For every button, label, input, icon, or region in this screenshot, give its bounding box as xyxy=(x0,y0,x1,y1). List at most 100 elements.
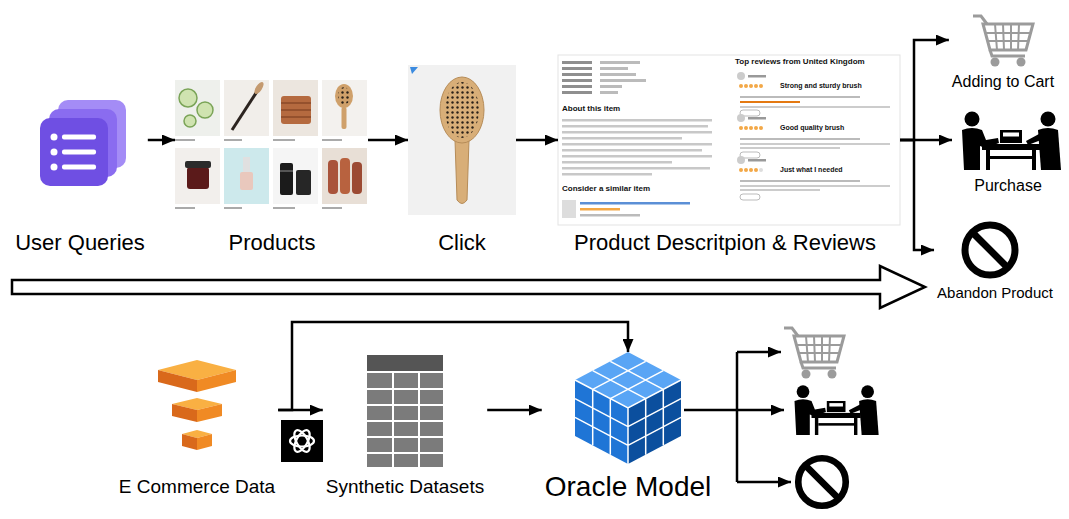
generator-logo xyxy=(290,428,314,454)
product-page-screenshot xyxy=(759,84,763,88)
user-queries-icon xyxy=(51,164,58,171)
product-grid xyxy=(224,148,269,204)
product-page-screenshot xyxy=(562,200,576,218)
user-queries-icon xyxy=(51,149,58,156)
user-queries-icon xyxy=(51,134,58,141)
product-page-screenshot xyxy=(754,168,758,172)
product-grid xyxy=(175,80,367,209)
dataset-table-icon xyxy=(367,420,443,422)
connector-layer xyxy=(148,40,952,410)
node-caption: Adding to Cart xyxy=(952,72,1054,91)
product-page-screenshot xyxy=(740,147,840,149)
user-queries-icon xyxy=(40,118,108,186)
product-grid xyxy=(328,160,338,194)
product-grid xyxy=(280,163,293,195)
product-page-screenshot xyxy=(759,168,763,172)
product-page-screenshot xyxy=(562,149,702,152)
product-page-screenshot xyxy=(748,75,766,78)
dataset-table-icon xyxy=(367,436,443,438)
node-caption: User Queries xyxy=(15,230,145,256)
product-page-screenshot xyxy=(562,61,592,64)
oracle-output-wires xyxy=(736,352,739,482)
product-page-screenshot xyxy=(744,126,748,130)
node-caption: E Commerce Data xyxy=(119,476,275,499)
product-page-screenshot xyxy=(739,84,743,88)
product-page-screenshot xyxy=(737,114,745,122)
product-grid xyxy=(322,80,367,136)
product-page-screenshot xyxy=(739,126,743,130)
node-caption: Product Descritpion & Reviews xyxy=(574,230,876,256)
screenshot-text: Just what I needed xyxy=(780,166,843,174)
dataset-table-icon xyxy=(367,373,443,467)
oracle-output-wires xyxy=(737,481,791,484)
user-queries-icon xyxy=(62,165,96,170)
clicked-product-photo xyxy=(410,67,418,74)
screenshot-text: Good quality brush xyxy=(780,124,844,132)
product-grid xyxy=(224,139,242,141)
product-page-screenshot xyxy=(562,73,592,76)
product-grid xyxy=(322,148,367,204)
product-page-screenshot xyxy=(737,156,745,164)
dataset-table-icon xyxy=(367,355,443,467)
icon-node: User Queries xyxy=(12,100,148,258)
node-caption: Abandon Product xyxy=(937,284,1053,302)
node-caption: Products xyxy=(229,230,316,256)
product-page-screenshot xyxy=(740,194,760,200)
product-grid xyxy=(281,96,311,124)
connector-arrow xyxy=(368,139,408,142)
screenshot-text: Top reviews from United Kingdom xyxy=(735,57,865,67)
node-caption: Oracle Model xyxy=(545,470,712,504)
product-page-screenshot xyxy=(562,91,592,94)
connector-arrow xyxy=(900,140,934,250)
product-page-screenshot xyxy=(740,189,820,191)
clicked-product-photo xyxy=(445,82,479,138)
generator-logo xyxy=(281,420,323,462)
flow-arrow xyxy=(12,266,925,308)
product-grid xyxy=(253,80,266,95)
product-page-screenshot xyxy=(740,96,860,98)
product-page-screenshot xyxy=(562,161,672,164)
product-grid xyxy=(340,158,350,194)
product-page-screenshot xyxy=(740,143,890,145)
product-page-screenshot xyxy=(562,137,682,140)
product-grid xyxy=(187,167,209,189)
product-grid xyxy=(280,170,293,172)
product-page-screenshot xyxy=(740,101,800,103)
product-grid xyxy=(185,161,211,168)
product-grid xyxy=(175,80,220,136)
product-page-screenshot xyxy=(562,167,710,170)
product-grid xyxy=(342,107,347,129)
icon-node: Adding to Cart xyxy=(949,14,1057,93)
product-page-screenshot xyxy=(562,173,652,176)
product-page-screenshot xyxy=(740,185,890,187)
connector-arrow xyxy=(278,322,628,410)
product-page-screenshot xyxy=(562,67,592,70)
product-grid xyxy=(232,90,258,130)
abandon-icon xyxy=(798,458,846,506)
icon-node: Synthetic Datasets xyxy=(323,355,487,501)
product-grid xyxy=(197,102,213,118)
product-page-screenshot xyxy=(744,84,748,88)
user-queries-icon xyxy=(62,150,96,155)
product-grid xyxy=(335,84,353,108)
oracle-cube-icon xyxy=(575,361,681,464)
product-grid xyxy=(175,207,195,209)
product-grid xyxy=(273,207,295,209)
product-page-screenshot xyxy=(600,61,640,64)
product-page-screenshot xyxy=(600,79,646,82)
oracle-output-wires xyxy=(737,351,781,354)
oracle-output-wires xyxy=(737,409,784,412)
product-page-screenshot xyxy=(562,85,592,88)
product-page-screenshot xyxy=(600,73,636,76)
product-page-screenshot xyxy=(562,119,712,122)
product-page-screenshot xyxy=(562,143,712,146)
product-page-screenshot xyxy=(562,131,712,134)
product-page-screenshot xyxy=(737,72,745,80)
clicked-product-photo xyxy=(440,77,484,143)
product-page-screenshot xyxy=(759,126,763,130)
cart-icon xyxy=(973,16,1033,67)
dataset-table-icon xyxy=(367,452,443,454)
